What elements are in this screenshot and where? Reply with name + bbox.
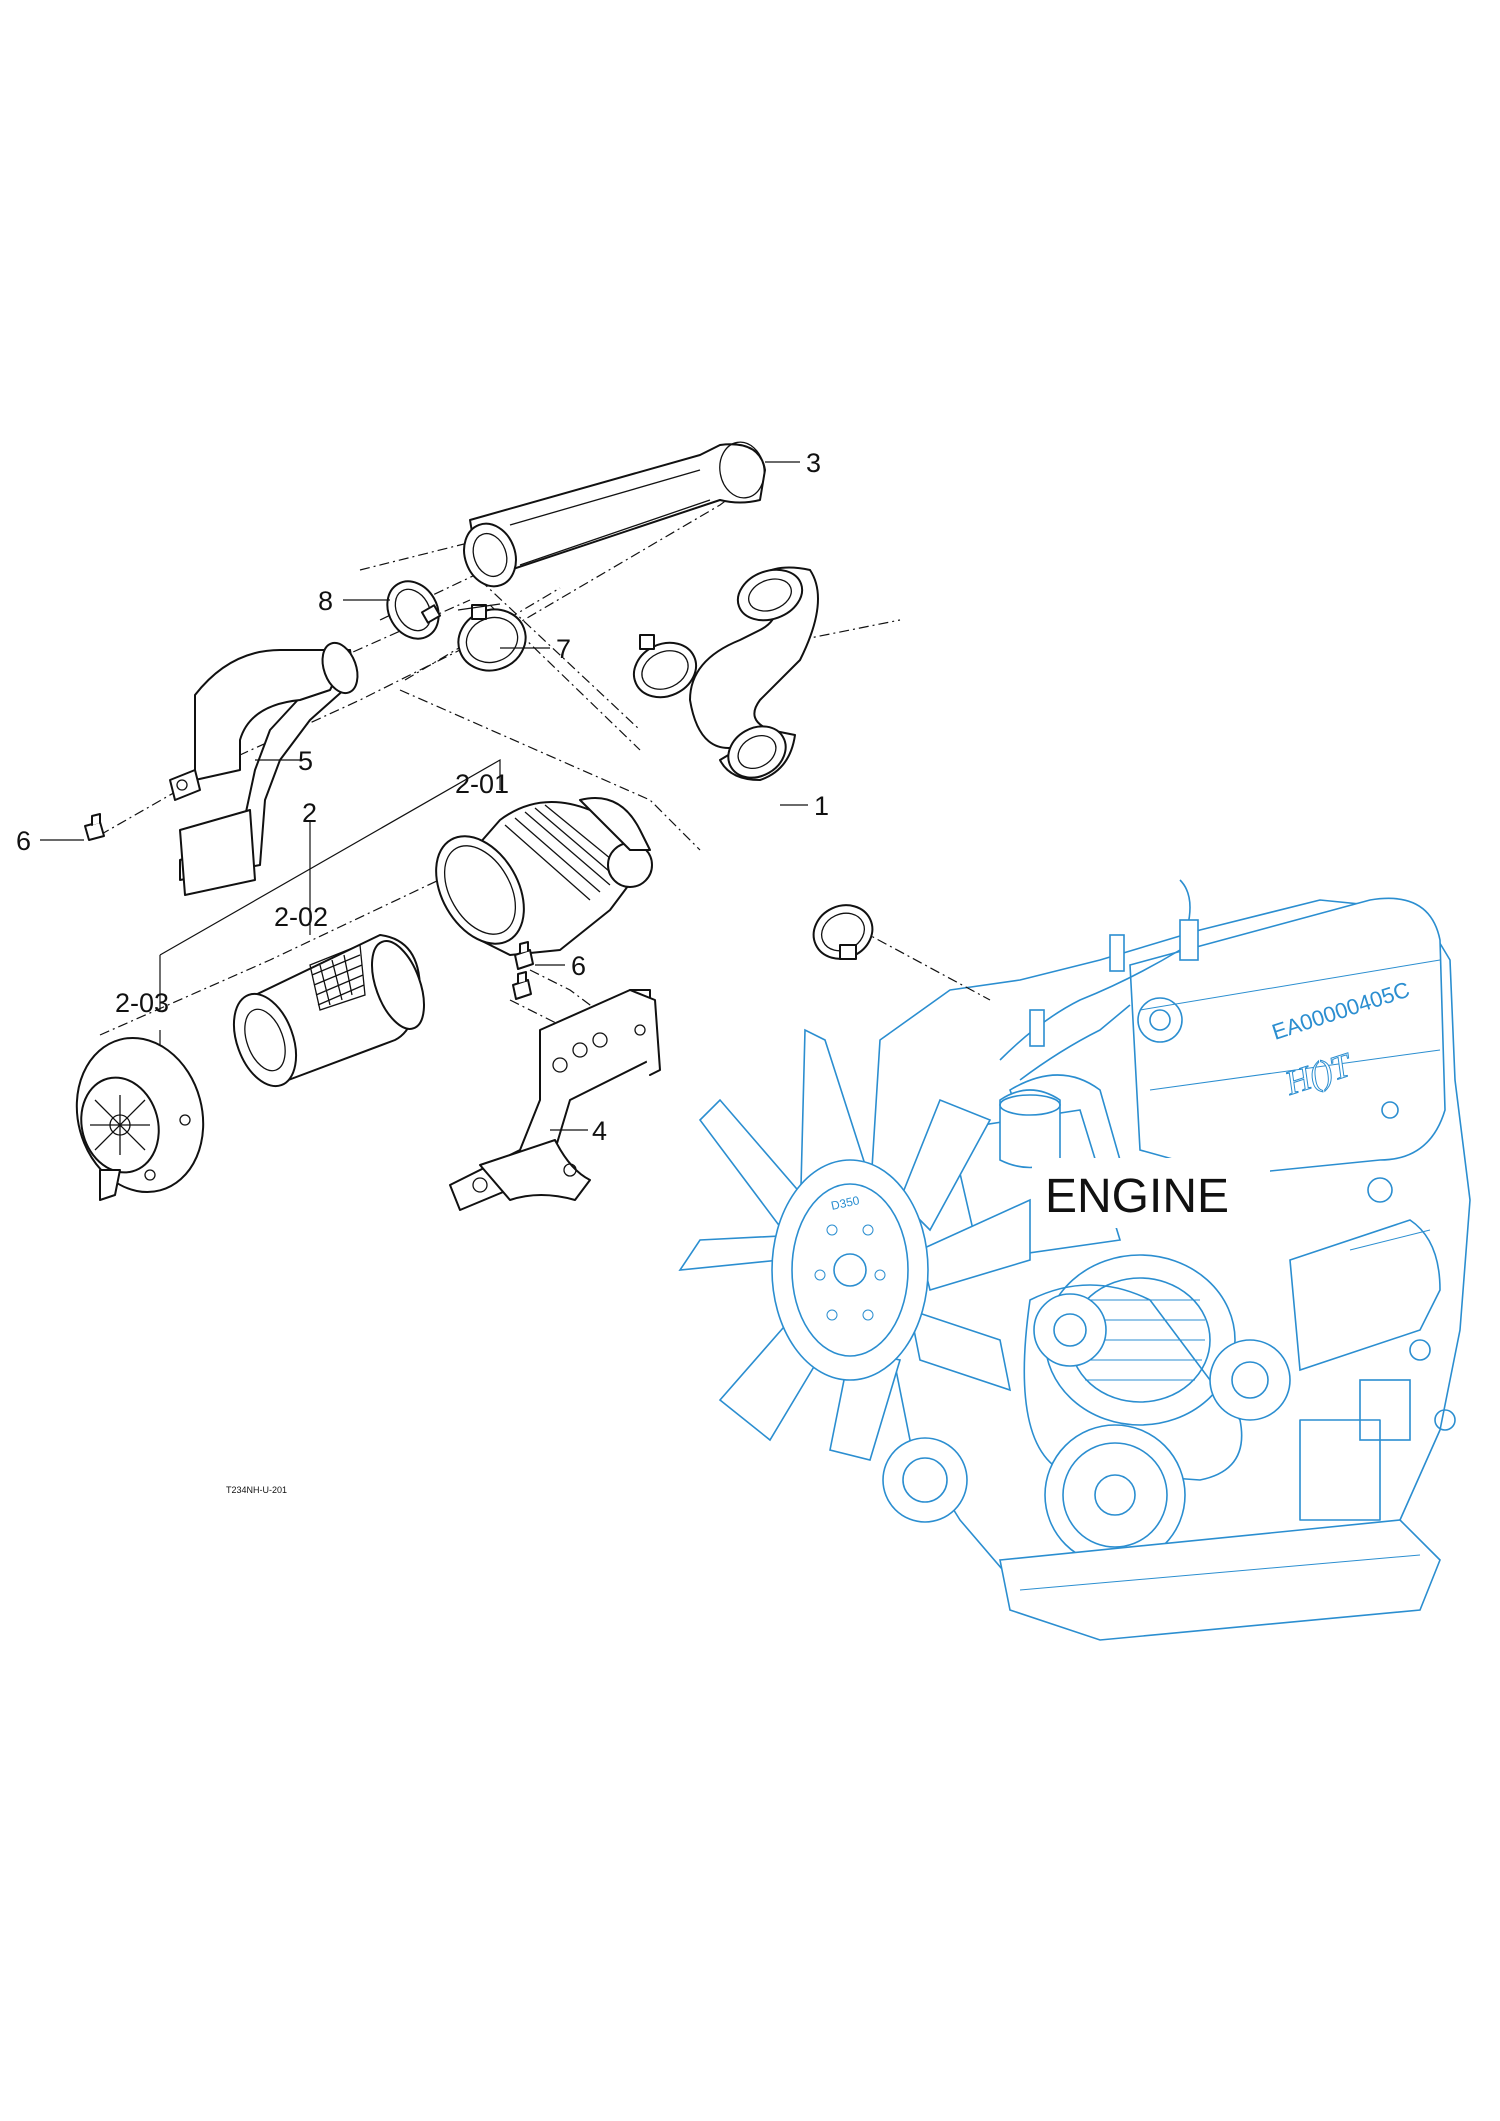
callout-labels: 3 8 7 5 6 2-01 1 2 2-02 6 2-03 4 (16, 448, 829, 1146)
callout-6-left: 6 (16, 826, 31, 856)
callout-2-03: 2-03 (115, 988, 169, 1018)
callout-1: 1 (814, 791, 829, 821)
part-6-bolt-left (84, 813, 105, 841)
clamp-lower-part-1 (812, 904, 874, 960)
callout-8: 8 (318, 586, 333, 616)
callout-2-01: 2-01 (455, 769, 509, 799)
callout-6-mid: 6 (571, 951, 586, 981)
engine-label-box (1032, 1158, 1270, 1228)
part-4-bracket (449, 989, 661, 1211)
callout-3: 3 (806, 448, 821, 478)
part-3-intake-hose (463, 441, 766, 588)
part-2-02-filter-element (232, 934, 425, 1088)
part-2-01-air-cleaner-housing (435, 797, 653, 956)
part-8-hose-clamp (386, 580, 442, 640)
engine-drawing: EA00000405C H()T D350 (678, 879, 1471, 1641)
part-6-bolts-mid (512, 941, 534, 1000)
callout-4: 4 (592, 1116, 607, 1146)
leader-lines (40, 461, 808, 1131)
clamp-upper-part-1 (632, 634, 698, 699)
fan-hub-text: D350 (830, 1193, 861, 1213)
part-7-hose-clamp (457, 603, 527, 672)
callout-5: 5 (298, 746, 313, 776)
callout-7: 7 (556, 634, 571, 664)
part-2-03-cover (75, 1036, 205, 1201)
callout-2: 2 (302, 798, 317, 828)
drawing-code: T234NH-U-201 (226, 1485, 287, 1495)
callout-2-02: 2-02 (274, 902, 328, 932)
part-1-elbow-hose (689, 566, 819, 781)
part-5-intake-duct (169, 641, 359, 896)
engine-label: ENGINE (1045, 1170, 1229, 1223)
